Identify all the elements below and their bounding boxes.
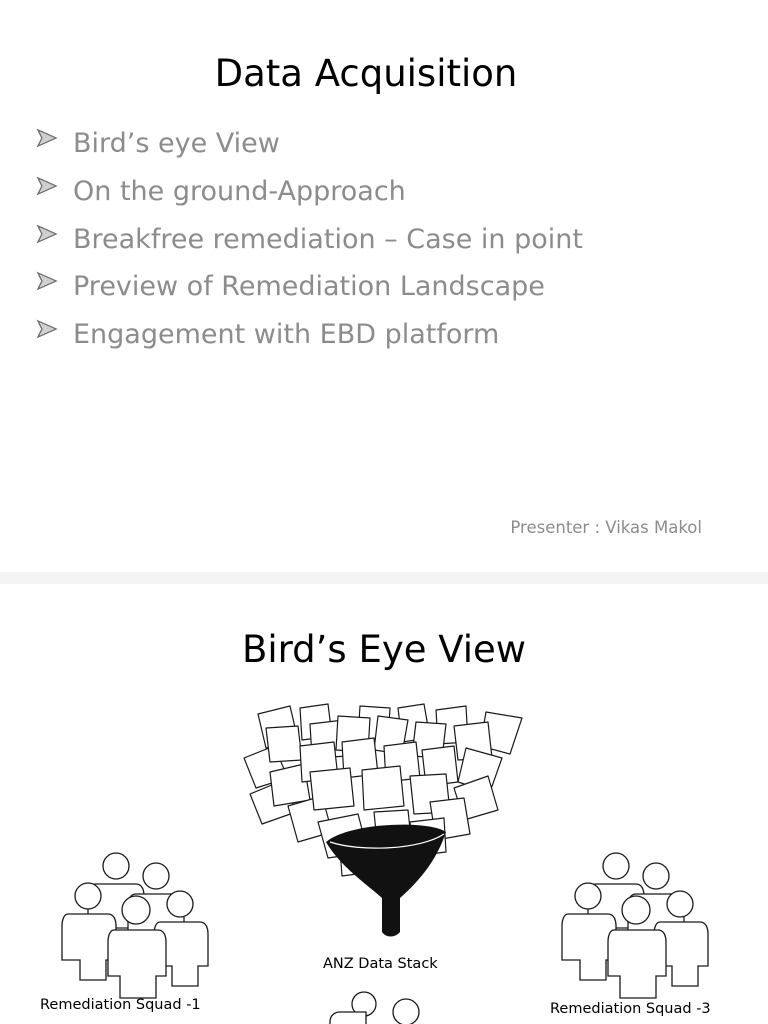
arrow-bullet-icon [36, 271, 58, 291]
arrow-bullet-icon [36, 224, 58, 244]
people-group-icon [329, 991, 420, 1024]
bullet-item: Engagement with EBD platform [36, 315, 583, 363]
bullet-text: Engagement with EBD platform [73, 319, 500, 351]
arrow-bullet-icon [36, 128, 58, 148]
bullet-item: Preview of Remediation Landscape [36, 267, 583, 315]
funnel-label: ANZ Data Stack [323, 956, 438, 972]
squad-left-label: Remediation Squad -1 [40, 997, 201, 1013]
arrow-bullet-icon [36, 176, 58, 196]
slide-title: Bird’s Eye View [241, 628, 527, 671]
squad-right-label: Remediation Squad -3 [550, 1001, 711, 1017]
bullet-item: Breakfree remediation – Case in point [36, 220, 583, 268]
bullet-item: Bird’s eye View [36, 124, 583, 172]
bullet-item: On the ground-Approach [36, 172, 583, 220]
bullet-text: Bird’s eye View [73, 128, 280, 159]
presenter-label: Presenter : Vikas Makol [510, 518, 702, 537]
bullet-text: Preview of Remediation Landscape [73, 271, 545, 303]
slide-separator [0, 572, 768, 584]
people-group-icon [61, 852, 209, 999]
bullet-text: On the ground-Approach [73, 175, 406, 207]
arrow-bullet-icon [36, 319, 58, 339]
bullet-text: Breakfree remediation – Case in point [73, 223, 583, 255]
bullet-list: Bird’s eye View On the ground-Approach B… [36, 124, 583, 363]
slide-data-acquisition: Data Acquisition Bird’s eye View On the … [36, 52, 702, 537]
people-group-icon [561, 852, 709, 999]
slide-birds-eye-view: Bird’s Eye View [0, 584, 768, 1024]
data-funnel-illustration [243, 703, 523, 937]
slide-title: Data Acquisition [214, 52, 518, 95]
